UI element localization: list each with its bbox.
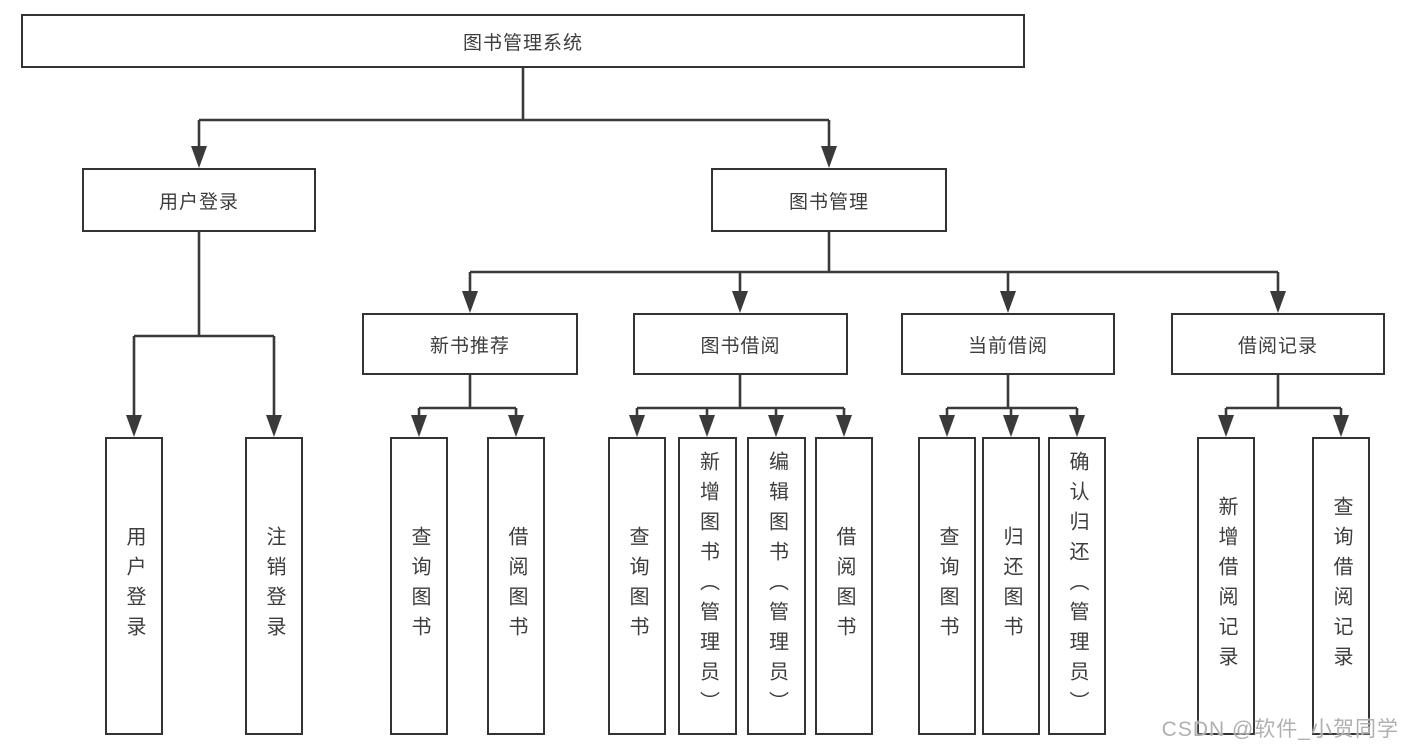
node-root: 图书管理系统 [21,14,1025,68]
leaf-br-query-record: 查询借阅记录 [1312,437,1370,735]
arrowhead [768,415,784,437]
node-current-borrow-label: 当前借阅 [967,335,1048,357]
arrowhead [1218,415,1234,437]
leaf-cb-query-book: 查询图书 [918,437,976,735]
connector-book-borrow-to-leaves [629,375,852,437]
leaf-logout: 注销登录 [245,437,303,735]
node-current-borrow: 当前借阅 [901,313,1115,375]
leaf-user-login: 用户登录 [105,437,163,735]
node-book-mgmt: 图书管理 [711,168,947,232]
node-book-borrow-label: 图书借阅 [700,335,781,357]
leaf-cb-return-book: 归还图书 [982,437,1040,735]
node-borrow-records: 借阅记录 [1171,313,1385,375]
node-new-book-rec: 新书推荐 [362,313,578,375]
node-new-book-rec-label: 新书推荐 [429,335,510,357]
connector-borrow-records-to-leaves [1218,375,1349,437]
connector-current-borrow-to-leaves [939,375,1085,437]
leaf-bb-query-book-label: 查询图书 [626,526,648,646]
arrowhead [462,291,478,313]
leaf-bb-borrow-book-label: 借阅图书 [833,526,855,646]
arrowhead [191,146,207,168]
leaf-nbr-borrow-book: 借阅图书 [487,437,545,735]
node-user-login: 用户登录 [82,168,316,232]
arrowhead [629,415,645,437]
node-borrow-records-label: 借阅记录 [1237,335,1318,357]
leaf-cb-confirm-return-label: 确认归还（管理员） [1066,451,1088,721]
leaf-nbr-query-book-label: 查询图书 [408,526,430,646]
arrowhead [1003,415,1019,437]
leaf-logout-label: 注销登录 [263,526,285,646]
leaf-br-query-record-label: 查询借阅记录 [1330,496,1352,676]
node-root-label: 图书管理系统 [462,32,583,54]
arrowhead [821,146,837,168]
leaf-br-add-record: 新增借阅记录 [1197,437,1255,735]
connector-book-mgmt-to-level3 [462,232,1286,313]
leaf-cb-confirm-return: 确认归还（管理员） [1048,437,1106,735]
arrowhead [1069,415,1085,437]
connector-user-login-to-leaves [126,232,282,437]
arrowhead [126,415,142,437]
arrowhead [699,415,715,437]
leaf-nbr-borrow-book-label: 借阅图书 [505,526,527,646]
leaf-bb-add-book-label: 新增图书（管理员） [696,451,719,721]
arrowhead [266,415,282,437]
node-book-mgmt-label: 图书管理 [788,191,869,213]
leaf-br-add-record-label: 新增借阅记录 [1215,496,1237,676]
connector-new-book-rec-to-leaves [411,375,524,437]
leaf-nbr-query-book: 查询图书 [390,437,448,735]
watermark: CSDN @软件_小贺同学 [1161,718,1399,741]
leaf-bb-query-book: 查询图书 [608,437,666,735]
arrowhead [836,415,852,437]
leaf-bb-edit-book: 编辑图书（管理员） [747,437,806,735]
leaf-user-login-label: 用户登录 [123,526,145,646]
leaf-bb-borrow-book: 借阅图书 [815,437,873,735]
arrowhead [1000,291,1016,313]
arrowhead [732,291,748,313]
leaf-bb-edit-book-label: 编辑图书（管理员） [765,451,788,721]
arrowhead [1333,415,1349,437]
leaf-cb-query-book-label: 查询图书 [936,526,958,646]
node-book-borrow: 图书借阅 [633,313,848,375]
arrowhead [508,415,524,437]
leaf-cb-return-book-label: 归还图书 [1000,526,1022,646]
arrowhead [1270,291,1286,313]
arrowhead [939,415,955,437]
arrowhead [411,415,427,437]
node-user-login-label: 用户登录 [158,191,239,213]
leaf-bb-add-book: 新增图书（管理员） [678,437,737,735]
connector-root-to-level2 [191,68,837,168]
